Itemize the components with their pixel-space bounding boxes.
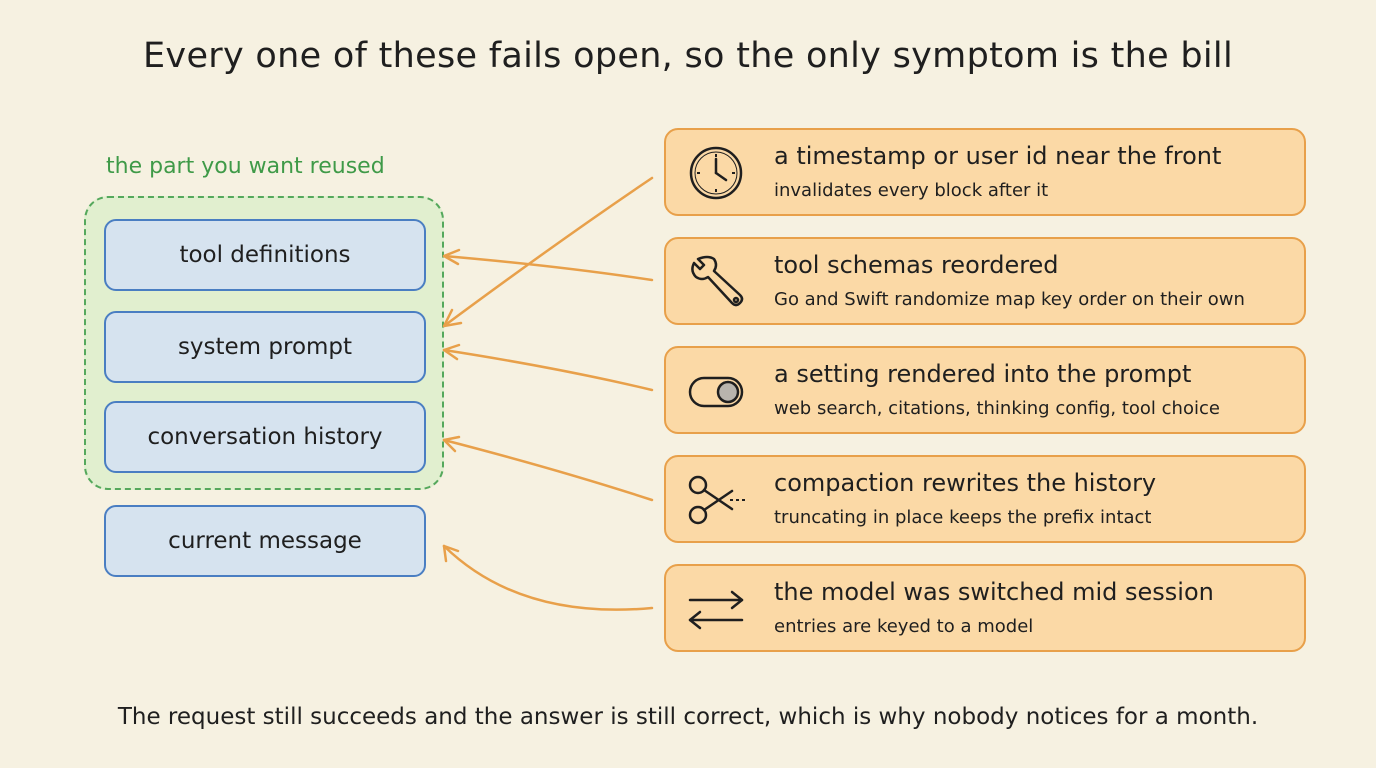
cause-heading: tool schemas reordered bbox=[774, 251, 1059, 279]
arrow-timestamp-head bbox=[442, 308, 463, 328]
wrench-icon bbox=[684, 253, 748, 311]
arrow-compaction-to-history bbox=[442, 438, 654, 502]
arrow-model-head bbox=[442, 544, 460, 563]
cause-detail: truncating in place keeps the prefix int… bbox=[774, 507, 1152, 528]
block-current-message: current message bbox=[104, 505, 426, 577]
cause-detail: invalidates every block after it bbox=[774, 180, 1049, 201]
footer-note: The request still succeeds and the answe… bbox=[117, 704, 1259, 730]
arrow-schemas-head bbox=[442, 248, 461, 266]
cause-card-model: the model was switched mid session entri… bbox=[664, 564, 1306, 652]
block-system-prompt: system prompt bbox=[104, 311, 426, 383]
cause-heading: compaction rewrites the history bbox=[774, 469, 1157, 497]
cause-heading: the model was switched mid session bbox=[774, 578, 1214, 606]
arrow-timestamp-to-system-prompt bbox=[442, 176, 654, 328]
cause-card-setting: a setting rendered into the prompt web s… bbox=[664, 346, 1306, 434]
arrow-setting-head bbox=[442, 343, 461, 361]
scissors-icon bbox=[684, 471, 748, 529]
arrow-setting-to-system-prompt bbox=[442, 348, 654, 392]
arrow-model-to-current-message bbox=[442, 544, 654, 611]
cause-card-compaction: compaction rewrites the history truncati… bbox=[664, 455, 1306, 543]
swap-arrows-icon bbox=[684, 580, 748, 638]
cause-detail: Go and Swift randomize map key order on … bbox=[774, 289, 1245, 310]
arrow-compaction-head bbox=[442, 435, 461, 453]
block-tool-definitions: tool definitions bbox=[104, 219, 426, 291]
toggle-icon bbox=[684, 362, 748, 420]
cause-card-schemas: tool schemas reordered Go and Swift rand… bbox=[664, 237, 1306, 325]
block-conversation-history: conversation history bbox=[104, 401, 426, 473]
cause-card-timestamp: a timestamp or user id near the front in… bbox=[664, 128, 1306, 216]
cause-heading: a setting rendered into the prompt bbox=[774, 360, 1192, 388]
page-title: Every one of these fails open, so the on… bbox=[143, 36, 1233, 76]
cause-detail: web search, citations, thinking config, … bbox=[774, 398, 1220, 419]
arrow-schemas-to-tool-definitions bbox=[442, 254, 654, 282]
cause-heading: a timestamp or user id near the front bbox=[774, 142, 1222, 170]
cause-detail: entries are keyed to a model bbox=[774, 616, 1034, 637]
group-label: the part you want reused bbox=[106, 154, 385, 179]
clock-icon bbox=[684, 144, 748, 202]
